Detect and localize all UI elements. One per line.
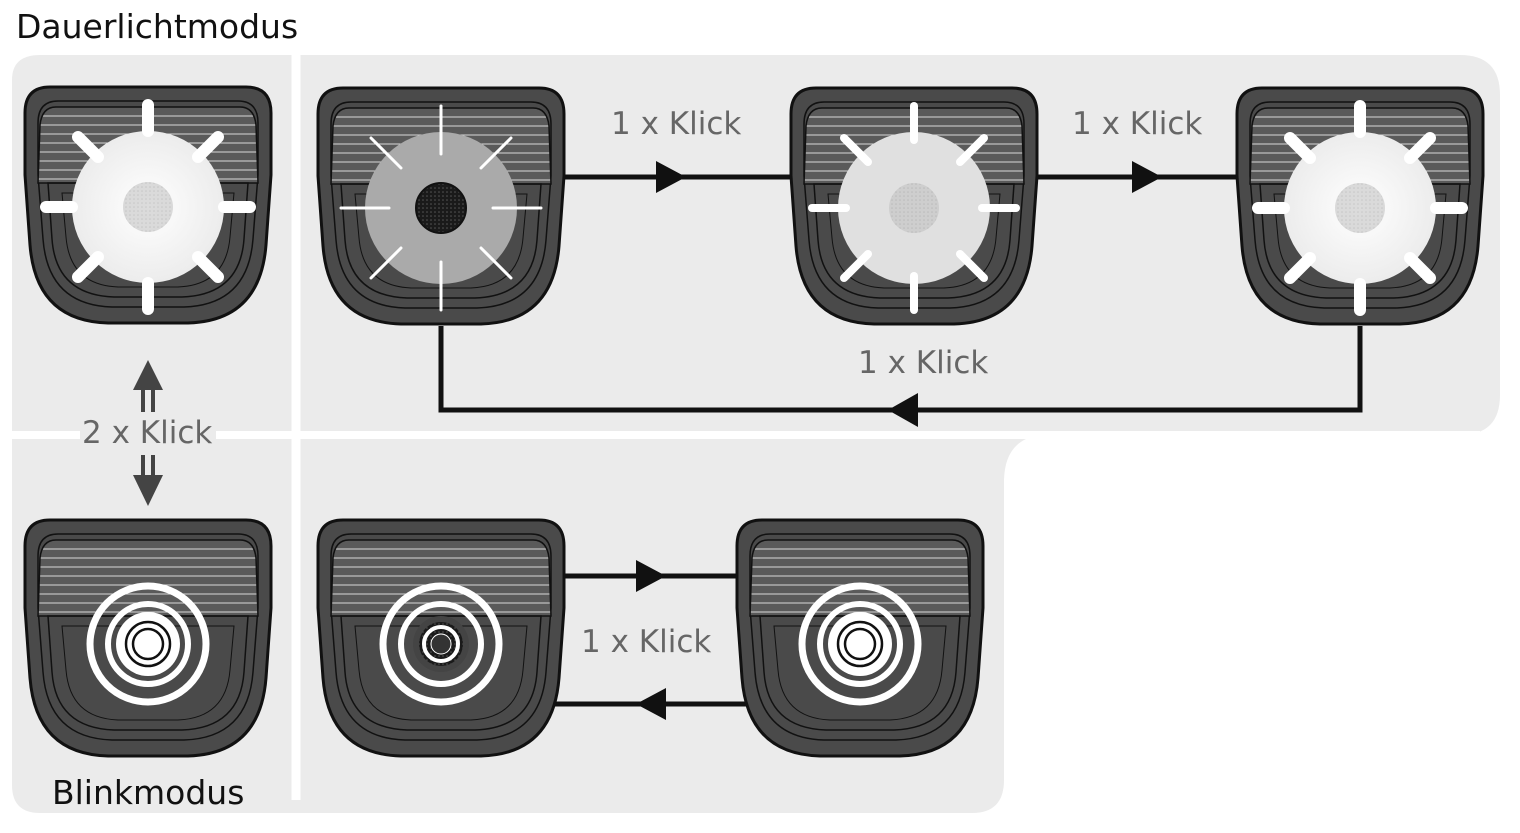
arrow-right-icon <box>636 560 666 592</box>
arrow-right-icon <box>656 161 686 193</box>
transition-label-high-to-low: 1 x Klick <box>858 345 989 381</box>
device-steady-mid <box>789 86 1039 326</box>
steady-mode-title: Dauerlichtmodus <box>16 7 299 46</box>
device-steady-high <box>1235 86 1485 326</box>
steady-cycle-arrows <box>438 161 1363 427</box>
transition-label-mid-to-high: 1 x Klick <box>1072 106 1203 142</box>
light-rays-icon <box>808 102 1020 314</box>
transition-label-low-to-mid: 1 x Klick <box>611 106 742 142</box>
arrow-left-icon <box>636 688 666 720</box>
light-rays-icon <box>339 104 543 312</box>
device-steady-reference <box>23 85 273 325</box>
arrow-right-icon <box>1132 161 1162 193</box>
device-blink-b <box>735 518 985 758</box>
arrow-left-icon <box>888 393 918 427</box>
transition-label-blink-toggle: 1 x Klick <box>581 624 712 660</box>
arrow-up-icon <box>133 360 163 390</box>
arrow-down-icon <box>133 475 163 506</box>
device-blink-a <box>316 518 566 758</box>
blink-mode-title: Blinkmodus <box>52 773 245 812</box>
mode-switch-arrows <box>133 360 163 506</box>
light-rays-icon <box>40 99 256 315</box>
light-rays-icon <box>1252 100 1468 316</box>
transition-label-mode-switch: 2 x Klick <box>82 415 213 451</box>
device-blink-reference <box>23 518 273 758</box>
blink-toggle-arrows <box>552 560 748 720</box>
device-steady-low <box>316 86 566 326</box>
